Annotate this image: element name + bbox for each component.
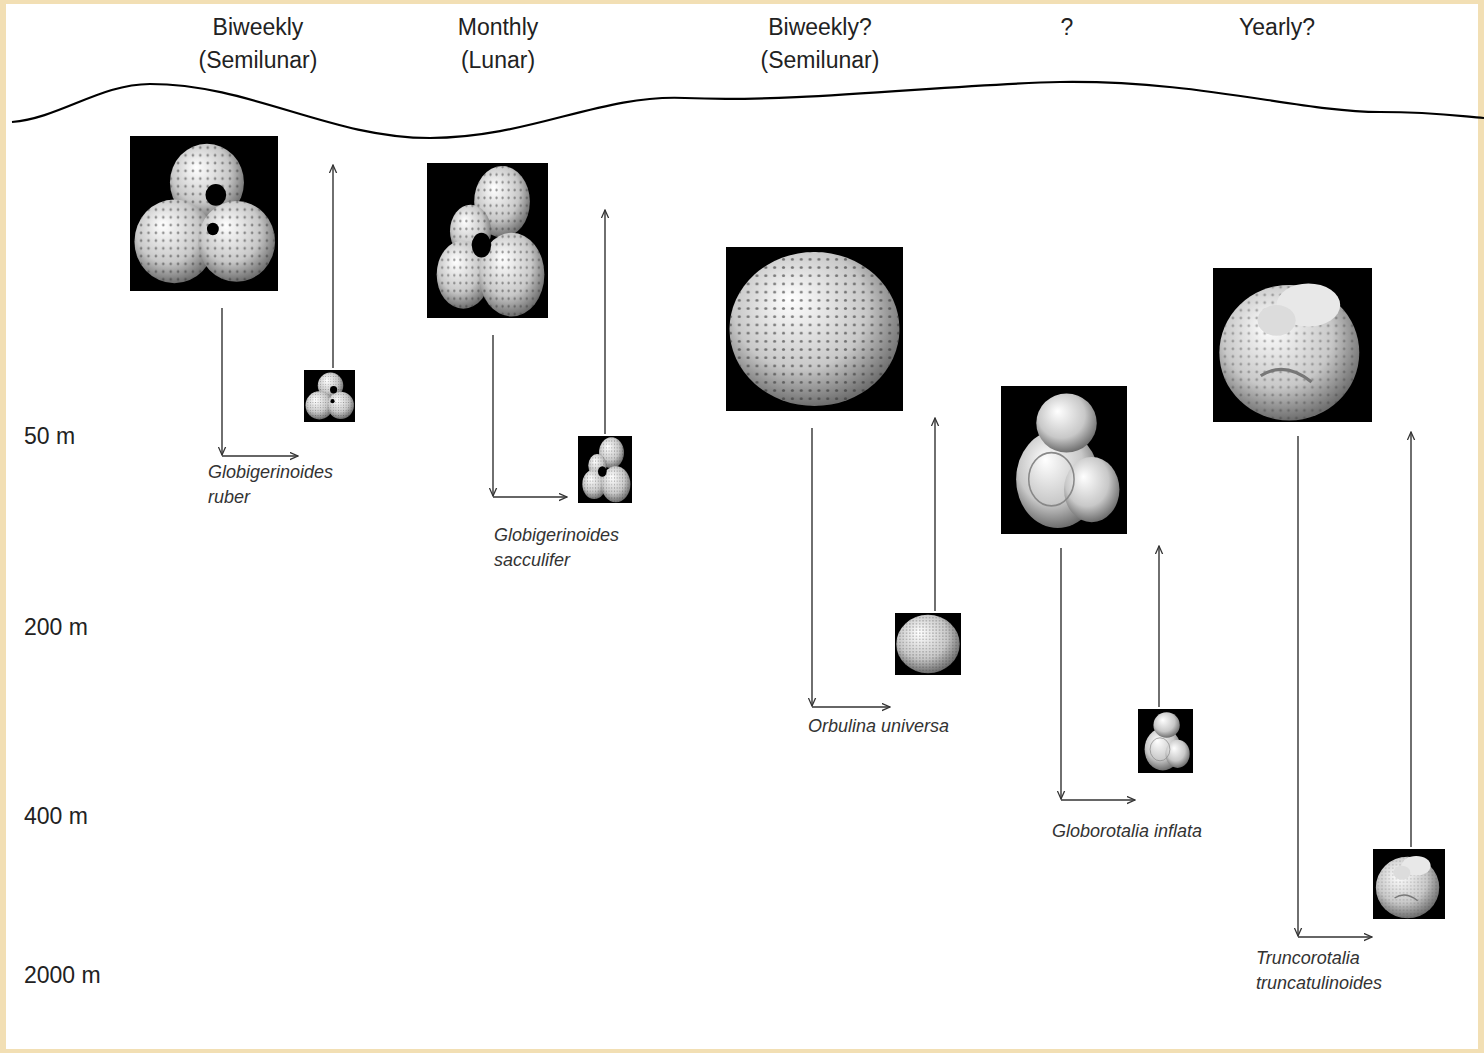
sea-surface xyxy=(12,82,1484,138)
depth-label: 2000 m xyxy=(24,961,134,989)
depth-label: 400 m xyxy=(24,802,134,830)
species-name: Globigerinoides ruber xyxy=(208,460,358,510)
period-heading: Monthly (Lunar) xyxy=(433,11,563,77)
species-name: Globorotalia inflata xyxy=(1052,819,1292,844)
period-heading: ? xyxy=(1037,11,1097,44)
species-name: Orbulina universa xyxy=(808,714,1038,739)
depth-label: 200 m xyxy=(24,613,134,641)
period-heading: Biweekly (Semilunar) xyxy=(178,11,338,77)
species-name: Globigerinoides sacculifer xyxy=(494,523,649,573)
depth-label: 50 m xyxy=(24,422,134,450)
migration-arrows xyxy=(222,165,1411,937)
species-name: Truncorotalia truncatulinoides xyxy=(1256,946,1421,996)
foram-images xyxy=(130,136,1445,919)
period-heading: Biweekly? (Semilunar) xyxy=(740,11,900,77)
period-heading: Yearly? xyxy=(1212,11,1342,44)
